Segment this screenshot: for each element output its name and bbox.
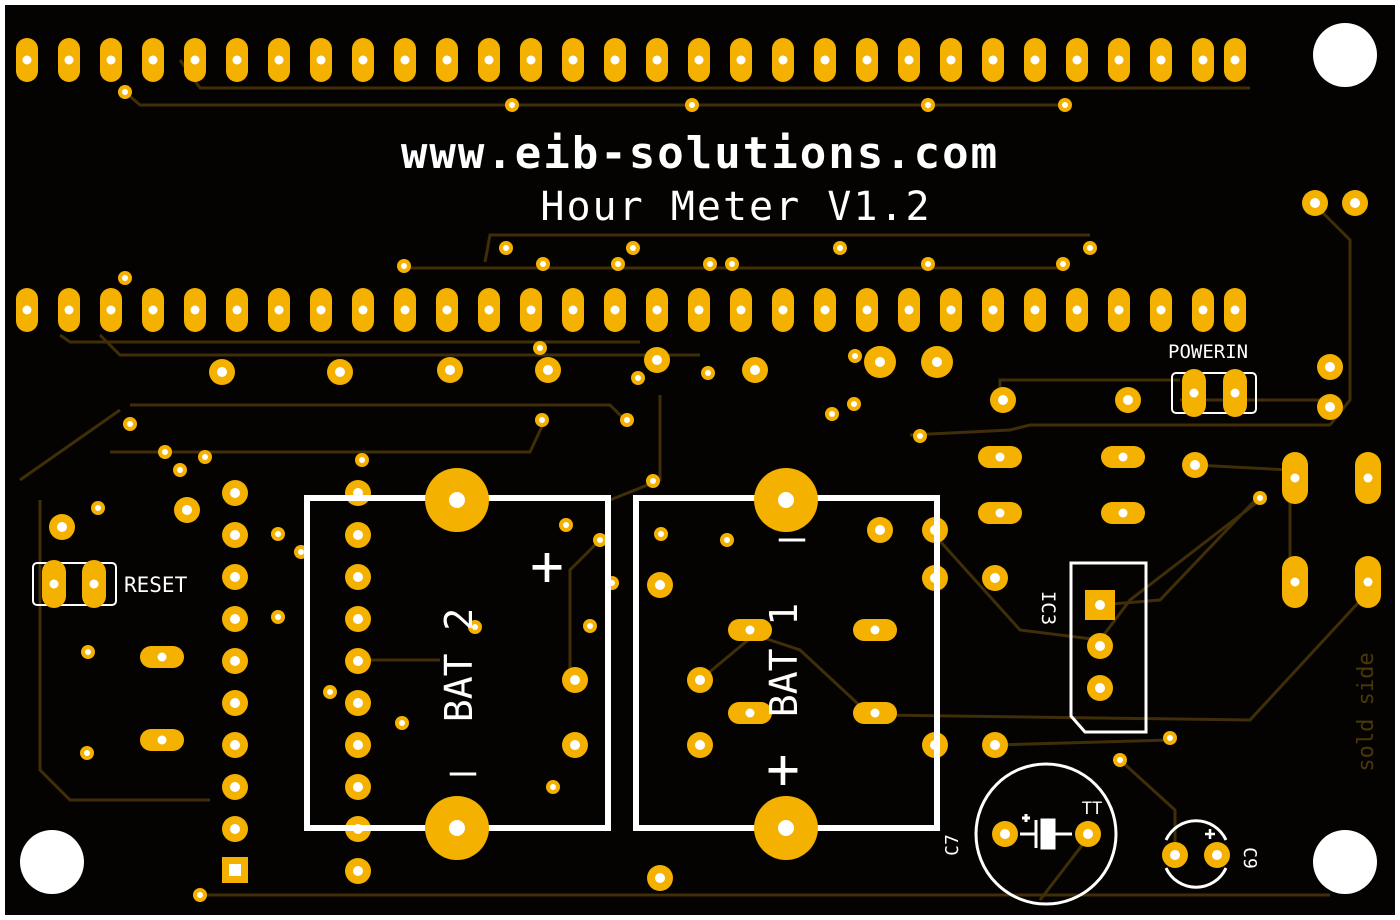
ic3-label: IC3	[1037, 591, 1059, 625]
board-substrate	[5, 5, 1395, 915]
solder-pad-icon	[49, 190, 1368, 891]
battery-holder-bat1: — + BAT 1	[633, 468, 940, 860]
bat1-minus: —	[779, 512, 806, 563]
capacitor-c7: TT C7	[942, 762, 1118, 906]
bat2-label: BAT 2	[437, 608, 481, 722]
side-label: sold side	[1354, 652, 1379, 771]
copper-traces	[19, 59, 1372, 901]
ic3-regulator: IC3	[1037, 561, 1148, 734]
c9-label: C9	[1239, 847, 1260, 869]
reset-label: RESET	[124, 573, 188, 597]
bat1-label: BAT 1	[762, 603, 806, 717]
bat2-minus: —	[450, 746, 477, 797]
website-label: www.eib-solutions.com	[401, 128, 999, 179]
bat1-plus: +	[766, 737, 800, 802]
mounting-hole-icon	[20, 830, 84, 894]
c7-tt-label: TT	[1082, 799, 1102, 819]
mounting-hole-icon	[1313, 23, 1377, 87]
powerin-label: POWERIN	[1168, 341, 1248, 363]
c7-label: C7	[942, 834, 963, 856]
reset-jumper: RESET	[32, 560, 188, 608]
capacitor-c9: C9	[1162, 819, 1260, 889]
bat2-plus: +	[530, 534, 564, 599]
mounting-hole-icon	[1313, 830, 1377, 894]
pin-column-left	[222, 480, 248, 883]
board-title: Hour Meter V1.2	[540, 184, 931, 230]
capacitor-symbol-icon	[1020, 814, 1072, 850]
powerin-jumper: POWERIN	[1168, 341, 1257, 417]
battery-holder-bat2: + — BAT 2	[304, 468, 611, 860]
